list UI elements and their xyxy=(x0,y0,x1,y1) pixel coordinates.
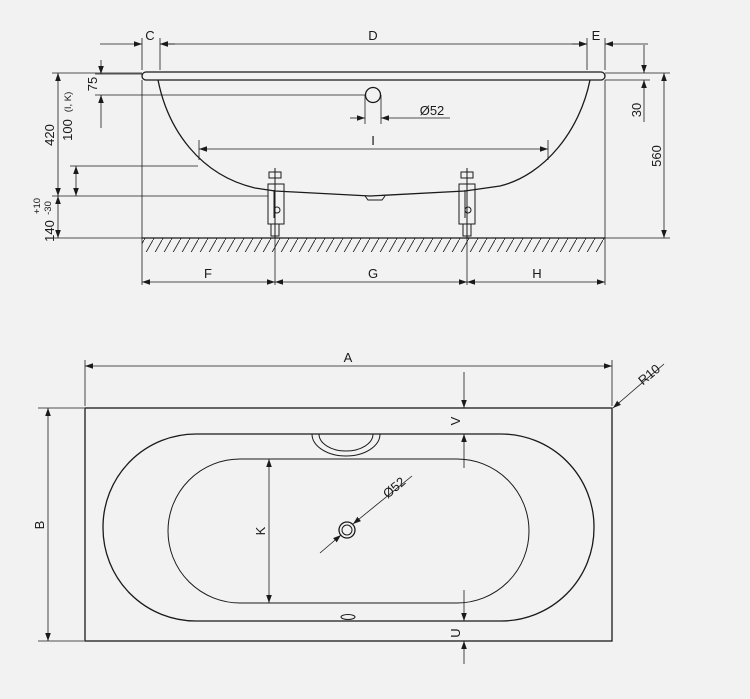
dim-140-tol-plus: +10 xyxy=(32,198,43,214)
foot-left xyxy=(267,168,285,238)
dim-100-note: (I, K) xyxy=(63,92,74,113)
front-mark xyxy=(340,614,356,620)
dim-G-label: G xyxy=(368,266,378,281)
side-view: C D E 75 420 100 (I, K) 140 +10 -30 30 5… xyxy=(32,28,670,285)
tub-rim-inner-edge xyxy=(102,433,595,622)
top-view: A R10 B V U K Ø52 xyxy=(32,350,665,664)
dim-560-label: 560 xyxy=(649,145,664,167)
dim-75-label: 75 xyxy=(85,77,100,91)
dim-H-label: H xyxy=(532,266,541,281)
dim-V-label: V xyxy=(448,416,463,425)
tub-rim xyxy=(141,71,606,81)
radius-leader xyxy=(612,363,665,409)
dim-E-label: E xyxy=(592,28,601,43)
dim-F-label: F xyxy=(204,266,212,281)
radius-label: R10 xyxy=(635,361,663,388)
top-drain-diameter-label: Ø52 xyxy=(380,474,408,501)
tub-outer-rectangle xyxy=(84,407,613,642)
overflow-circle xyxy=(364,86,382,104)
dim-D-label: D xyxy=(368,28,377,43)
top-drain-dim-line xyxy=(319,534,342,554)
tub-body-outline xyxy=(157,79,591,197)
dim-A-label: A xyxy=(344,350,353,365)
overflow-top xyxy=(311,433,381,457)
side-drain-diameter-label: Ø52 xyxy=(420,103,445,118)
floor-hatching xyxy=(142,238,605,252)
dim-100-label: 100 xyxy=(60,119,75,141)
tub-basin-bottom xyxy=(167,458,530,604)
top-drain-inner xyxy=(341,524,353,536)
top-drain-outer xyxy=(338,521,356,539)
drain-outlet xyxy=(364,195,386,201)
dim-140-label: 140 xyxy=(42,220,57,242)
dim-U-label: U xyxy=(448,628,463,637)
dim-420-label: 420 xyxy=(42,124,57,146)
dim-140-tol-minus: -30 xyxy=(43,201,54,215)
dim-I-label: I xyxy=(371,133,375,148)
dim-C-label: C xyxy=(145,28,154,43)
dim-K-label: K xyxy=(253,526,268,535)
dim-B-label: B xyxy=(32,521,47,530)
foot-right xyxy=(458,168,476,238)
dim-30-label: 30 xyxy=(629,103,644,117)
